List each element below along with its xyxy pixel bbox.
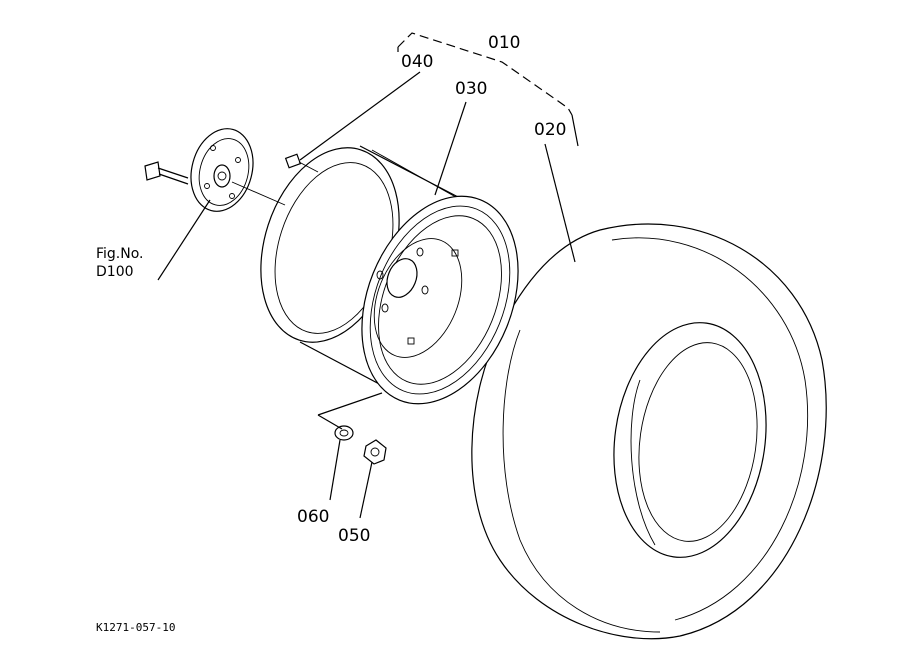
washer-060	[334, 425, 354, 441]
callout-040: 040	[401, 52, 433, 72]
callout-020: 020	[534, 120, 566, 140]
tire-020	[471, 223, 827, 640]
figure-ref-line1: Fig.No.	[96, 246, 144, 262]
callout-060: 060	[297, 507, 329, 527]
callout-030: 030	[455, 79, 487, 99]
figure-ref-line2: D100	[96, 264, 134, 280]
drawing-code: K1271-057-10	[96, 621, 175, 634]
nut-050	[363, 439, 387, 465]
callout-050: 050	[338, 526, 370, 546]
callout-010: 010	[488, 33, 520, 53]
leader-lines	[157, 32, 579, 519]
hub-plate	[144, 128, 286, 212]
wheel-rim-030	[260, 145, 519, 405]
air-valve-040	[284, 153, 319, 173]
